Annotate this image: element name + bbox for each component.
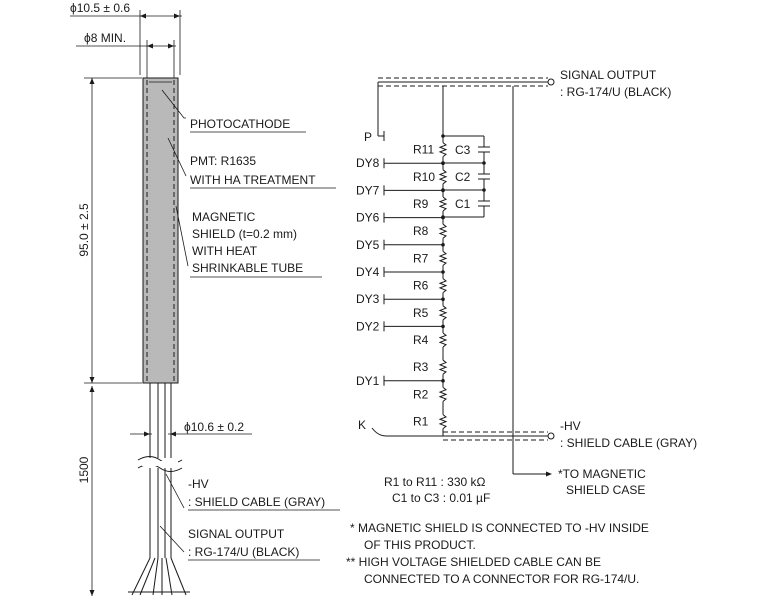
shield-label-2: SHIELD (t=0.2 mm): [192, 227, 297, 241]
pmt-body: [142, 77, 179, 384]
resistor-r2: [438, 387, 448, 402]
signal-output-label-2: : RG-174/U (BLACK): [560, 85, 671, 99]
left-hv-label-2: : SHIELD CABLE (GRAY): [188, 495, 325, 509]
resistor-r1: [438, 414, 448, 429]
dynode-label-dy8: DY8: [356, 156, 380, 170]
resistor-label-r11: R11: [413, 143, 434, 157]
resistor-r11: [438, 142, 448, 157]
capacitor-spec: C1 to C3 : 0.01 µF: [392, 491, 490, 505]
shield-label-3: WITH HEAT: [192, 244, 258, 258]
pmt-label-2: WITH HA TREATMENT: [190, 173, 316, 187]
resistor-label-r8: R8: [413, 224, 429, 238]
resistor-label-r2: R2: [413, 387, 429, 401]
to-shield-label-2: SHIELD CASE: [566, 483, 645, 497]
resistor-label-r7: R7: [413, 251, 429, 265]
dim-length: 95.0 ± 2.5: [77, 203, 91, 257]
dynode-label-dy6: DY6: [356, 211, 380, 225]
resistor-label-r3: R3: [413, 360, 429, 374]
dynode-label-dy7: DY7: [356, 183, 380, 197]
resistor-r5: [438, 305, 448, 321]
cap-label-c3: C3: [455, 143, 471, 157]
dim-min-diameter: ϕ8 MIN.: [84, 31, 126, 45]
left-signal-label-2: : RG-174/U (BLACK): [188, 545, 299, 559]
resistor-label-r10: R10: [413, 170, 435, 184]
hv-label-2: : SHIELD CABLE (GRAY): [560, 436, 697, 450]
left-hv-label-1: -HV: [188, 477, 209, 491]
dim-outer-diameter: ϕ10.5 ± 0.6: [70, 1, 130, 15]
dynode-label-dy4: DY4: [356, 265, 380, 279]
dynode-label-dy1: DY1: [356, 374, 380, 388]
note-1-line-2: OF THIS PRODUCT.: [364, 538, 476, 552]
resistor-label-r4: R4: [413, 333, 429, 347]
signal-output-label-1: SIGNAL OUTPUT: [560, 68, 657, 82]
cap-label-c1: C1: [455, 197, 471, 211]
photocathode-label: PHOTOCATHODE: [190, 117, 290, 131]
resistor-r4: [438, 332, 448, 348]
note-1-line-1: * MAGNETIC SHIELD IS CONNECTED TO -HV IN…: [350, 521, 649, 535]
dynode-label-dy2: DY2: [356, 319, 380, 333]
shield-label-4: SHRINKABLE TUBE: [192, 261, 303, 275]
dynode-label-dy3: DY3: [356, 292, 380, 306]
dim-sleeve-diameter: ϕ10.6 ± 0.2: [184, 420, 244, 434]
note-2-line-2: CONNECTED TO A CONNECTOR FOR RG-174/U.: [364, 572, 639, 586]
shield-label-1: MAGNETIC: [192, 210, 256, 224]
cap-label-c2: C2: [455, 170, 471, 184]
hv-label-1: -HV: [560, 419, 581, 433]
resistor-label-r5: R5: [413, 306, 429, 320]
resistor-label-r6: R6: [413, 279, 429, 293]
resistor-r6: [438, 278, 448, 293]
dynode-label-dy5: DY5: [356, 238, 380, 252]
resistor-spec: R1 to R11 : 330 kΩ: [384, 475, 485, 489]
resistor-label-r1: R1: [413, 415, 429, 429]
resistor-r3: [438, 359, 448, 375]
cathode-label: K: [358, 418, 366, 432]
anode-label: P: [364, 130, 372, 144]
resistor-r9: [438, 196, 448, 212]
note-2-line-1: ** HIGH VOLTAGE SHIELDED CABLE CAN BE: [346, 555, 601, 569]
resistor-r7: [438, 251, 448, 266]
notes: * MAGNETIC SHIELD IS CONNECTED TO -HV IN…: [346, 521, 649, 586]
resistor-r8: [438, 223, 448, 239]
dim-cable-length: 1500: [77, 456, 91, 483]
mechanical-drawing: ϕ10.5 ± 0.6 ϕ8 MIN. 95.0 ± 2.5: [70, 1, 340, 596]
resistor-r10: [438, 169, 448, 185]
pmt-label-1: PMT: R1635: [190, 154, 256, 168]
left-signal-label-1: SIGNAL OUTPUT: [188, 527, 285, 541]
resistor-label-r9: R9: [413, 197, 429, 211]
to-shield-label-1: *TO MAGNETIC: [558, 467, 646, 481]
divider-circuit: SIGNAL OUTPUT : RG-174/U (BLACK) P *TO M…: [356, 68, 697, 505]
